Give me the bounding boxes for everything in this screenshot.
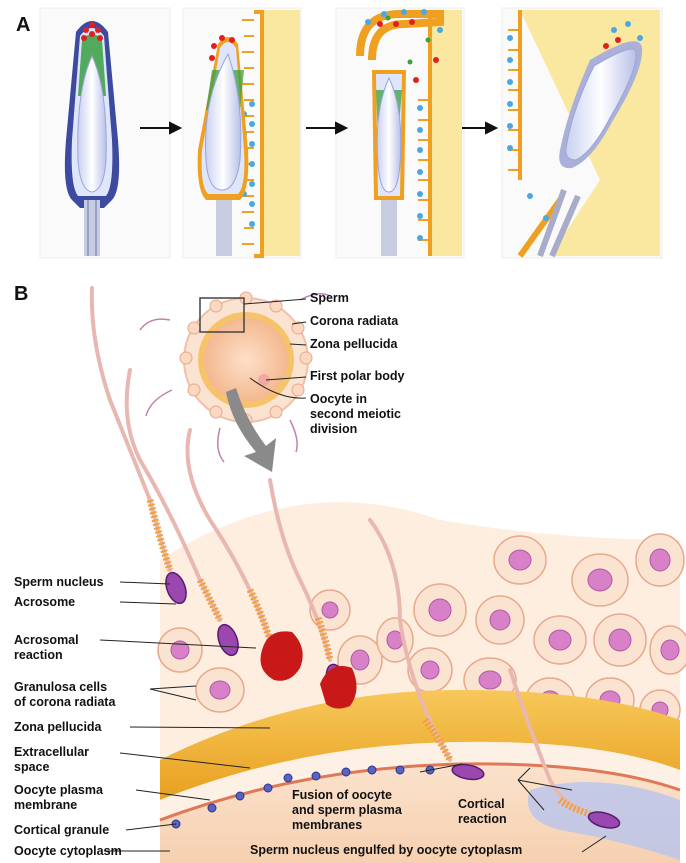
label-fusion-line3: membranes: [292, 818, 362, 833]
label-plasma-line2: membrane: [14, 798, 77, 813]
label-oocyte-line3: division: [310, 422, 357, 437]
label-fusion-line1: Fusion of oocyte: [292, 788, 392, 803]
label-corona-radiata: Corona radiata: [310, 314, 398, 329]
label-oocyte-line2: second meiotic: [310, 407, 401, 422]
label-cortical-granule: Cortical granule: [14, 823, 109, 838]
label-sperm-nucleus: Sperm nucleus: [14, 575, 104, 590]
label-granulosa-line2: of corona radiata: [14, 695, 115, 710]
label-oocyte-cytoplasm: Oocyte cytoplasm: [14, 844, 122, 859]
label-cortical-line1: Cortical: [458, 797, 505, 812]
label-acrosomal-line1: Acrosomal: [14, 633, 79, 648]
label-fusion-line2: and sperm plasma: [292, 803, 402, 818]
label-extracellular-line1: Extracellular: [14, 745, 89, 760]
label-acrosomal-line2: reaction: [14, 648, 63, 663]
label-oocyte-line1: Oocyte in: [310, 392, 367, 407]
label-zona-pellucida: Zona pellucida: [14, 720, 102, 735]
label-cortical-line2: reaction: [458, 812, 507, 827]
label-extracellular-line2: space: [14, 760, 49, 775]
label-zona-pellucida-top: Zona pellucida: [310, 337, 398, 352]
label-plasma-line1: Oocyte plasma: [14, 783, 103, 798]
label-sperm: Sperm: [310, 291, 349, 306]
label-engulfed: Sperm nucleus engulfed by oocyte cytopla…: [250, 843, 522, 858]
label-granulosa-line1: Granulosa cells: [14, 680, 107, 695]
label-first-polar-body: First polar body: [310, 369, 404, 384]
label-acrosome: Acrosome: [14, 595, 75, 610]
